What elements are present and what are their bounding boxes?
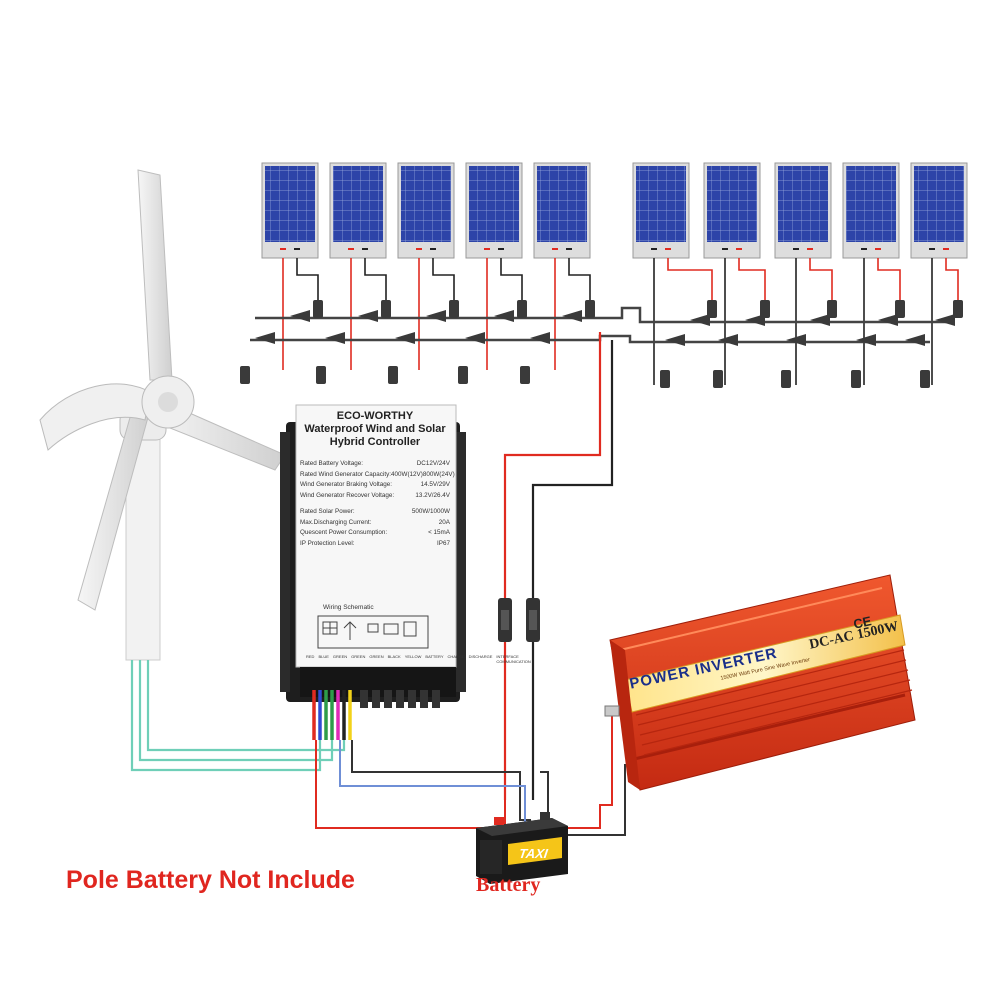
solar-panel: [842, 162, 900, 259]
solar-panel: [329, 162, 387, 259]
controller-specs: Rated Battery Voltage: DC12V/24V Rated Win…: [300, 459, 455, 550]
controller-title-line2: Hybrid Controller: [329, 436, 421, 448]
solar-panel: [261, 162, 319, 259]
spec-label: Quescent Power Consumption:: [300, 529, 388, 536]
controller-brand: ECO-WORTHY: [336, 410, 414, 422]
turbine-wires: [130, 660, 346, 772]
spec-value: 400W(12V)800W(24V): [391, 470, 455, 478]
controller-terminals: [360, 690, 440, 708]
battery-wires: [315, 709, 632, 840]
spec-label: Rated Solar Power:: [300, 508, 355, 515]
turbine-blade: [137, 169, 173, 381]
spec-label: Wind Generator Braking Voltage:: [300, 481, 393, 488]
wiring-schematic-label: Wiring Schematic: [323, 604, 374, 611]
power-inverter: [604, 574, 916, 791]
terminal-label: YELLOW: [404, 654, 422, 659]
terminal-label: GREEN: [351, 654, 366, 659]
terminal-label: RED: [306, 654, 315, 659]
controller-label: ECO-WORTHY Waterproof Wind and Solar Hyb…: [300, 410, 455, 550]
spec-value: IP67: [437, 539, 450, 547]
solar-panel: [910, 162, 968, 259]
spec-row: Rated Solar Power: 500W/1000W: [300, 507, 450, 518]
battery: [476, 812, 568, 884]
solar-panel: [397, 162, 455, 259]
spec-value: 500W/1000W: [411, 508, 450, 515]
terminal-label: GREEN: [369, 654, 384, 659]
solar-panel: [632, 162, 690, 259]
spec-label: Max.Discharging Current:: [300, 518, 372, 526]
spec-label: Wind Generator Recover Voltage:: [300, 491, 395, 499]
spec-value: DC12V/24V: [416, 460, 450, 467]
spec-value: 14.5V/29V: [420, 481, 450, 488]
terminal-label: CHARGE: [447, 654, 465, 659]
terminal-label: BATTERY: [425, 654, 444, 659]
spec-label: Rated Wind Generator Capacity:: [300, 470, 391, 478]
battery-positive-terminal: [494, 817, 504, 825]
battery-label: Battery: [476, 874, 541, 896]
terminal-label: BLACK: [387, 654, 401, 659]
spec-row: Wind Generator Recover Voltage: 13.2V/26.…: [300, 491, 450, 502]
hybrid-controller: [280, 404, 466, 740]
terminal-label: DISCHARGE: [468, 654, 493, 659]
terminal-label: INTERFACE COMMUNICATION: [496, 654, 531, 664]
spec-value: 20A: [438, 518, 450, 526]
wiring-schematic-icons: [317, 615, 429, 649]
spec-value: 13.2V/26.4V: [415, 491, 450, 499]
spec-value: < 15mA: [428, 529, 450, 536]
spec-row: IP Protection Level: IP67: [300, 539, 450, 550]
solar-feed-wires: [503, 332, 614, 800]
terminal-label: BLUE: [318, 654, 329, 659]
spec-label: Rated Battery Voltage:: [300, 460, 364, 467]
terminal-label: GREEN: [332, 654, 348, 659]
spec-row: Quescent Power Consumption: < 15mA: [300, 528, 450, 539]
solar-wiring: [250, 258, 959, 385]
wind-turbine: [39, 169, 286, 661]
spec-row: Max.Discharging Current: 20A: [300, 518, 450, 529]
pole-battery-caption: Pole Battery Not Include: [66, 866, 355, 894]
spec-row: Rated Battery Voltage: DC12V/24V: [300, 459, 450, 470]
spec-label: IP Protection Level:: [300, 539, 355, 547]
controller-wire-bundle: [312, 690, 352, 740]
battery-brand: TAXI: [517, 846, 549, 861]
spec-row: Wind Generator Braking Voltage: 14.5V/29V: [300, 480, 450, 491]
solar-panel: [774, 162, 832, 259]
solar-panel: [703, 162, 761, 259]
controller-title-line1: Waterproof Wind and Solar: [304, 423, 446, 435]
solar-panel: [533, 162, 591, 259]
solar-panels: [261, 162, 968, 259]
solar-panel: [465, 162, 523, 259]
inline-connectors: [498, 598, 540, 642]
mc4-connectors: [240, 300, 963, 388]
battery-negative-terminal: [540, 812, 550, 820]
spec-row: Rated Wind Generator Capacity:400W(12V)8…: [300, 470, 455, 481]
